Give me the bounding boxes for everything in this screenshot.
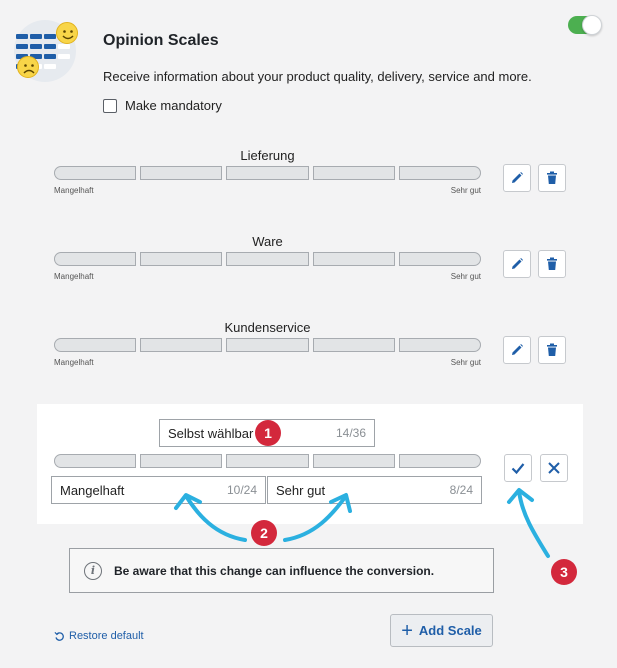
scale-low-label: Mangelhaft [54, 186, 94, 195]
scale-step [226, 166, 309, 180]
add-scale-label: Add Scale [418, 623, 482, 638]
plus-icon: + [401, 619, 413, 642]
scale-step [312, 252, 395, 266]
trash-icon [547, 343, 557, 356]
delete-scale-button[interactable] [538, 164, 566, 192]
scale-step [312, 166, 395, 180]
scale-step [398, 252, 482, 266]
close-icon [548, 462, 560, 474]
trash-icon [547, 171, 557, 184]
scale-name: Ware [252, 234, 283, 249]
pencil-icon [512, 258, 523, 269]
annotation-badge-2: 2 [251, 520, 277, 546]
scale-name: Lieferung [240, 148, 295, 163]
scale-bar [54, 338, 482, 352]
high-label-value: Sehr gut [276, 482, 326, 498]
restore-default-link[interactable]: Restore default [54, 630, 144, 642]
high-label-input[interactable]: Sehr gut 8/24 [267, 476, 482, 504]
scale-step [54, 454, 137, 468]
scale-step [54, 338, 137, 352]
pencil-icon [512, 344, 523, 355]
happy-face-icon [56, 22, 78, 44]
low-label-counter: 10/24 [226, 483, 257, 497]
scale-name-value: Selbst wählbar [168, 425, 254, 441]
make-mandatory-checkbox[interactable] [103, 98, 117, 113]
scale-kundenservice: Kundenservice Mangelhaft Sehr gut [54, 320, 482, 367]
section-description: Receive information about your product q… [103, 69, 532, 84]
delete-scale-button[interactable] [538, 336, 566, 364]
cancel-button[interactable] [540, 454, 568, 482]
scale-step [312, 338, 395, 352]
scale-low-label: Mangelhaft [54, 272, 94, 281]
scale-bar [54, 166, 482, 180]
scale-bar [54, 252, 482, 266]
scale-low-label: Mangelhaft [54, 358, 94, 367]
scale-step [54, 252, 137, 266]
check-icon [511, 463, 525, 475]
annotation-badge-1: 1 [255, 420, 281, 446]
scale-step [140, 252, 223, 266]
edit-scale-button[interactable] [503, 250, 531, 278]
scale-step [140, 338, 223, 352]
scale-name: Kundenservice [224, 320, 311, 335]
low-label-value: Mangelhaft [60, 482, 125, 498]
high-label-counter: 8/24 [449, 483, 473, 497]
restore-icon [54, 631, 64, 641]
make-mandatory-option[interactable]: Make mandatory [103, 98, 222, 113]
scale-step [312, 454, 395, 468]
section-title: Opinion Scales [103, 32, 219, 49]
scale-step [398, 454, 482, 468]
restore-default-label: Restore default [69, 630, 144, 642]
sad-face-icon [17, 56, 39, 78]
toggle-knob [582, 15, 602, 35]
scale-step [54, 166, 137, 180]
scale-step [226, 338, 309, 352]
scale-ware: Ware Mangelhaft Sehr gut [54, 234, 482, 281]
scale-editor-panel: Selbst wählbar 14/36 Mangelhaft 10/24 Se… [37, 404, 583, 524]
trash-icon [547, 257, 557, 270]
editor-scale-bar [54, 454, 482, 468]
scale-step [140, 166, 223, 180]
add-scale-button[interactable]: + Add Scale [390, 614, 493, 647]
scale-step [398, 338, 482, 352]
low-label-input[interactable]: Mangelhaft 10/24 [51, 476, 266, 504]
enable-toggle[interactable] [568, 15, 602, 35]
alert-text: Be aware that this change can influence … [114, 563, 435, 578]
scale-step [398, 166, 482, 180]
scale-name-counter: 14/36 [335, 426, 366, 440]
opinion-scales-logo-icon [14, 20, 84, 82]
scale-high-label: Sehr gut [450, 272, 481, 281]
delete-scale-button[interactable] [538, 250, 566, 278]
edit-scale-button[interactable] [503, 164, 531, 192]
scale-step [140, 454, 223, 468]
scale-step [226, 454, 309, 468]
scale-high-label: Sehr gut [450, 186, 481, 195]
scale-lieferung: Lieferung Mangelhaft Sehr gut [54, 148, 482, 195]
pencil-icon [512, 172, 523, 183]
annotation-badge-3: 3 [551, 559, 577, 585]
scale-high-label: Sehr gut [450, 358, 481, 367]
make-mandatory-label: Make mandatory [125, 98, 222, 113]
warning-alert: i Be aware that this change can influenc… [69, 548, 494, 593]
info-icon: i [84, 561, 102, 580]
confirm-button[interactable] [504, 454, 532, 482]
scale-step [226, 252, 309, 266]
edit-scale-button[interactable] [503, 336, 531, 364]
